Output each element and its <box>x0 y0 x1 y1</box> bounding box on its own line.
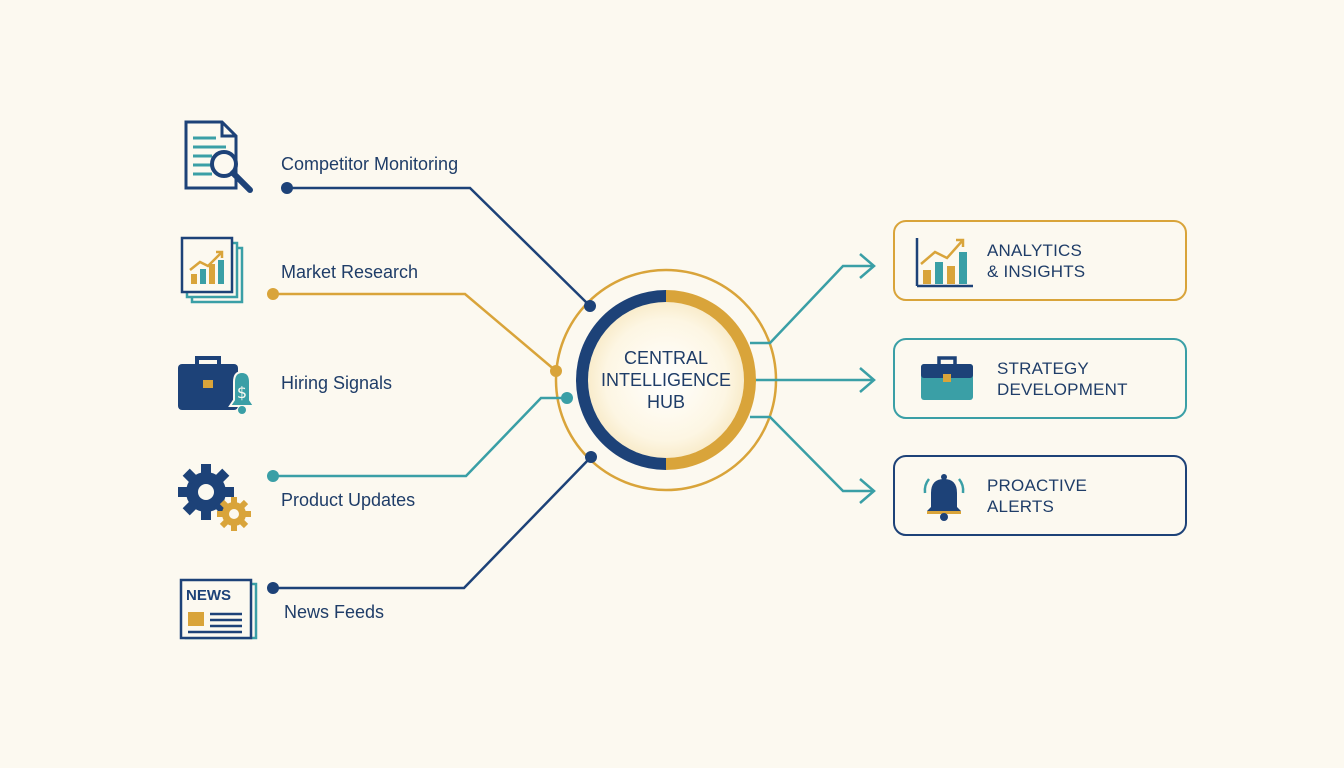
central-hub: CENTRAL INTELLIGENCE HUB <box>576 290 756 470</box>
output-label-line-1: STRATEGY <box>997 359 1089 378</box>
hub-core <box>588 302 744 458</box>
output-label-strategy: STRATEGY DEVELOPMENT <box>997 358 1128 400</box>
arrow-head <box>859 253 876 279</box>
newspaper-icon: NEWS <box>179 578 258 640</box>
connector-dot <box>267 470 279 482</box>
source-label-news-feeds: News Feeds <box>284 602 385 622</box>
newspaper-text: NEWS <box>186 587 231 604</box>
connector-news <box>273 456 592 590</box>
arrow-head <box>859 367 876 393</box>
output-box-analytics: ANALYTICS & INSIGHTS <box>893 220 1187 301</box>
source-label-market-research: Market Research <box>281 262 419 282</box>
source-label-competitor-monitoring: Competitor Monitoring <box>281 154 459 174</box>
output-label-line-2: ALERTS <box>987 497 1055 516</box>
output-label-line-1: PROACTIVE <box>987 476 1088 495</box>
connector-dot <box>267 288 279 300</box>
output-connector-analytics <box>750 264 873 345</box>
bell-icon <box>923 474 965 521</box>
connector-hiring <box>273 396 567 478</box>
arrow-head <box>859 478 876 504</box>
output-label-line-2: & INSIGHTS <box>987 262 1086 281</box>
gears-icon <box>178 464 251 531</box>
hub-title: CENTRAL INTELLIGENCE HUB <box>576 290 756 470</box>
hub-title-line-2: INTELLIGENCE <box>600 370 732 390</box>
connector-market <box>273 292 557 372</box>
chart-report-icon <box>180 236 244 304</box>
connector-dot <box>584 300 596 312</box>
source-label-hiring-signals: Hiring Signals <box>281 373 393 393</box>
output-label-analytics: ANALYTICS & INSIGHTS <box>987 240 1085 282</box>
output-label-line-2: DEVELOPMENT <box>997 380 1128 399</box>
connector-dot <box>561 392 573 404</box>
hub-title-line-1: CENTRAL <box>623 348 708 368</box>
output-label-line-1: ANALYTICS <box>987 241 1083 260</box>
output-box-strategy: STRATEGY DEVELOPMENT <box>893 338 1187 419</box>
svg-text:$: $ <box>237 383 247 402</box>
briefcase-alert-icon: $ <box>178 356 256 414</box>
source-label-product-updates: Product Updates <box>281 490 416 510</box>
document-search-icon <box>184 120 253 193</box>
output-connector-alerts <box>750 415 873 493</box>
output-label-alerts: PROACTIVE ALERTS <box>987 475 1087 517</box>
bar-chart-icon <box>915 238 973 288</box>
output-box-alerts: PROACTIVE ALERTS <box>893 455 1187 536</box>
connector-dot <box>550 365 562 377</box>
connector-dot <box>585 451 597 463</box>
connector-dot <box>267 582 279 594</box>
connector-competitor <box>287 186 591 307</box>
briefcase-icon <box>921 356 973 400</box>
connector-dot <box>281 182 293 194</box>
hub-title-line-3: HUB <box>646 392 685 412</box>
